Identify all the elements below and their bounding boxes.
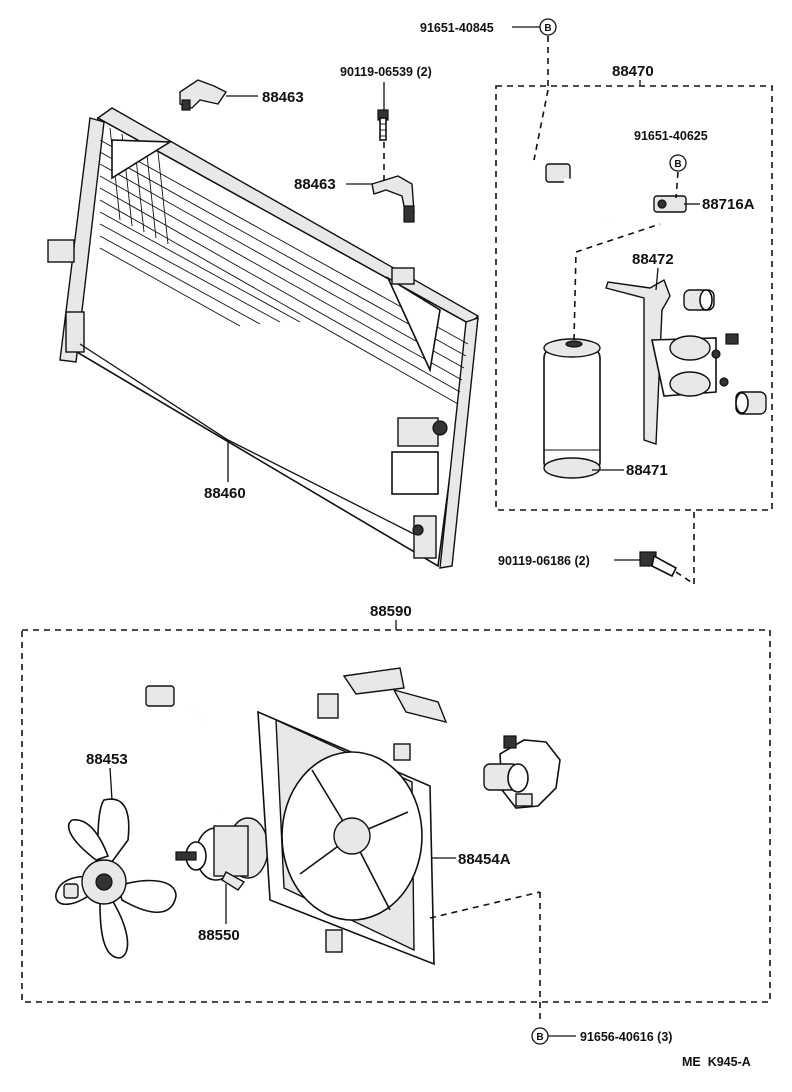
bracket-88472 — [605, 278, 729, 445]
marker-b-middle: B — [669, 154, 687, 172]
group-box-88470 — [495, 85, 773, 511]
label-88454a: 88454A — [458, 851, 511, 868]
label-88453: 88453 — [86, 751, 128, 768]
svg-text:B: B — [536, 1032, 543, 1043]
label-90119-06539: 90119-06539 (2) — [340, 65, 432, 79]
svg-text:B: B — [674, 159, 681, 170]
label-91651-40845: 91651-40845 — [420, 21, 494, 35]
label-91656-40616: 91656-40616 (3) — [580, 1030, 672, 1044]
receiver-dryer-88471 — [543, 338, 601, 479]
label-88716a: 88716A — [702, 196, 755, 213]
label-88590: 88590 — [370, 603, 412, 620]
label-88471: 88471 — [626, 462, 668, 479]
marker-b-bottom: B — [531, 1027, 549, 1045]
motor-cover — [483, 735, 561, 809]
svg-text:B: B — [544, 23, 551, 34]
fan-motor-88550 — [145, 685, 269, 891]
pipe-88716a — [545, 163, 687, 220]
label-88463-upper: 88463 — [262, 89, 304, 106]
leader-lines — [79, 26, 700, 1037]
fan-shroud-88454a — [257, 667, 448, 966]
label-88463-middle: 88463 — [294, 176, 336, 193]
bracket-88463-upper — [179, 79, 228, 111]
label-88550: 88550 — [198, 927, 240, 944]
label-90119-06186: 90119-06186 (2) — [498, 554, 590, 568]
cushion-parts — [683, 289, 767, 415]
label-88460: 88460 — [204, 485, 246, 502]
bolt-90119-06186 — [639, 551, 678, 578]
bolt-90119-06539 — [377, 109, 389, 141]
condenser-illustration — [47, 107, 480, 569]
label-88472: 88472 — [632, 251, 674, 268]
diagram-code: ME K945-A — [682, 1055, 751, 1069]
label-91651-40625: 91651-40625 — [634, 129, 708, 143]
bracket-88463-middle — [371, 175, 415, 223]
fan-88453 — [55, 798, 177, 959]
label-88470: 88470 — [612, 63, 654, 80]
marker-b-top: B — [539, 18, 557, 36]
